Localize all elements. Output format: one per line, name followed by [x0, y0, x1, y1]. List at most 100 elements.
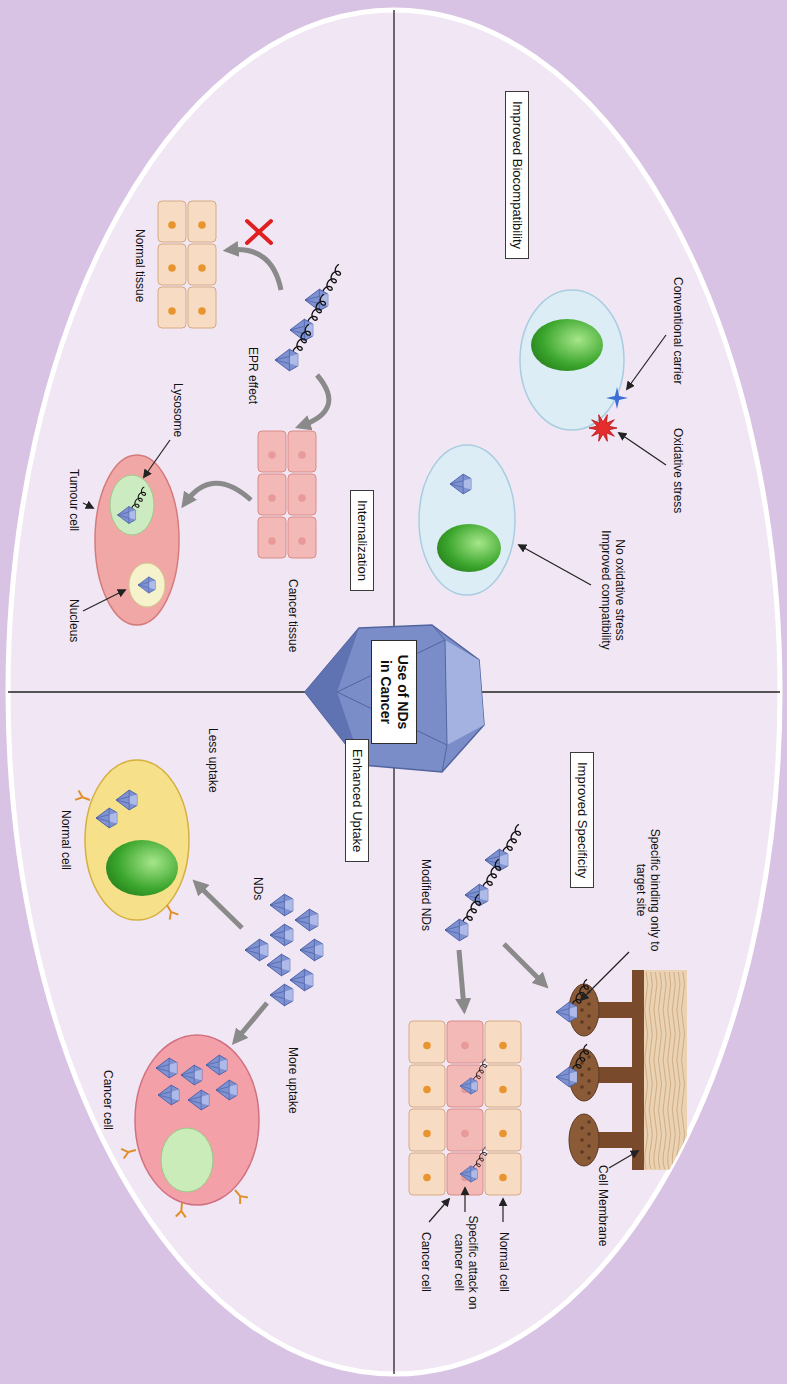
receptor-symbol — [121, 1145, 137, 1158]
nanodiamond — [450, 474, 471, 494]
heading-box: Internalization — [350, 490, 374, 591]
modified-nanodiamond — [556, 979, 589, 1022]
cell-nucleus — [499, 1130, 507, 1138]
tissue-cell — [188, 287, 216, 328]
lysosome — [110, 475, 154, 535]
illustration-part — [485, 849, 508, 871]
specificity-panel — [409, 824, 687, 1222]
tissue-cell — [258, 474, 286, 515]
nanodiamond — [181, 1065, 202, 1085]
illustration-part — [229, 1085, 237, 1096]
figure-label: Specific attack on cancer cell — [451, 1215, 479, 1310]
modified-nanodiamond — [275, 324, 310, 370]
illustration-part — [463, 479, 471, 490]
illustration-part — [465, 884, 488, 906]
membrane-texture — [672, 972, 675, 1169]
receptor-symbol — [176, 1203, 187, 1218]
nanodiamond — [270, 984, 293, 1006]
tissue-cell — [158, 287, 186, 328]
receptor-texture — [580, 1008, 584, 1012]
illustration-group — [4, 6, 783, 1378]
stress-burst — [589, 415, 617, 442]
cancer-cell — [135, 1035, 259, 1205]
receptor-texture — [587, 1132, 591, 1136]
tissue-cell — [485, 1065, 521, 1107]
modified-nanodiamond — [485, 824, 520, 870]
nanodiamond — [116, 790, 137, 810]
nanodiamond — [295, 909, 318, 931]
modified-nanodiamond — [460, 1147, 487, 1182]
node-text: Internalization — [354, 500, 370, 581]
receptor-head — [569, 984, 599, 1036]
modified-nanodiamond — [290, 294, 325, 340]
illustration-part — [569, 1072, 577, 1083]
illustration-part — [149, 581, 155, 590]
tissue-cell — [447, 1021, 483, 1063]
figure-label: Normal tissue — [132, 229, 146, 302]
illustration-part — [300, 939, 314, 961]
receptor-texture — [580, 1085, 584, 1089]
illustration-part — [129, 510, 136, 520]
illustration-part — [216, 1080, 229, 1100]
process-arrow — [504, 944, 544, 984]
figure-label: Less uptake — [205, 728, 219, 793]
illustration-part — [284, 899, 292, 911]
illustration-part — [219, 1060, 227, 1071]
cell-nucleus — [168, 221, 176, 229]
tissue-cell — [188, 244, 216, 285]
illustration-part — [156, 1058, 177, 1078]
illustration-part — [188, 1090, 209, 1110]
nanodiamond — [138, 577, 155, 593]
illustration-part — [188, 1090, 201, 1110]
illustration-part — [116, 790, 129, 810]
cell-nucleus — [423, 1130, 431, 1138]
figure-label: No oxidative stress Improved compatibili… — [598, 520, 626, 660]
cell-nucleus — [298, 494, 306, 502]
illustration-part — [216, 1080, 237, 1100]
tissue-cell — [485, 1109, 521, 1151]
illustration-part — [158, 1085, 179, 1105]
tissue-cell — [158, 244, 186, 285]
illustration-part — [284, 929, 292, 941]
biocompatibility-panel — [419, 290, 666, 595]
illustration-part — [259, 944, 267, 956]
receptor-texture — [587, 1067, 591, 1071]
receptor-head — [569, 1049, 599, 1101]
cell-nucleus — [198, 221, 206, 229]
illustration-part — [181, 1065, 202, 1085]
illustration-part — [305, 289, 319, 311]
leader-arrow — [502, 1199, 503, 1222]
illustration-part — [450, 474, 463, 494]
illustration-part — [171, 1090, 179, 1101]
process-arrow — [197, 884, 242, 928]
receptor-symbol — [75, 791, 92, 805]
figure-label: Modified NDs — [418, 859, 432, 931]
figure-label: More uptake — [285, 1047, 299, 1114]
cell-nucleus — [168, 307, 176, 315]
tissue-cell — [288, 517, 316, 558]
receptor-texture — [587, 1002, 591, 1006]
uptake-panel — [75, 760, 323, 1217]
nanodiamond — [158, 1085, 179, 1105]
normal-cell — [85, 760, 189, 920]
illustration-part — [181, 1065, 194, 1085]
modified-nanodiamond — [445, 894, 480, 940]
illustration-part — [118, 506, 129, 523]
cell-nucleus — [499, 1042, 507, 1050]
illustration-part — [471, 1082, 477, 1091]
cell-nucleus — [423, 1042, 431, 1050]
illustration-part — [499, 854, 507, 866]
modified-nanodiamond — [118, 487, 146, 524]
tissue-cell — [447, 1109, 483, 1151]
illustration-part — [460, 1166, 471, 1182]
membrane-picture — [569, 970, 687, 1170]
tissue-cell — [258, 431, 286, 472]
figure-label: Lysosome — [170, 383, 184, 437]
illustration-part — [556, 1002, 569, 1022]
receptor-texture — [587, 1091, 591, 1095]
figure-label: Cancer cell — [100, 1070, 114, 1130]
figure-label: Oxidative stress — [670, 428, 684, 513]
cell-nucleus — [423, 1086, 431, 1094]
illustration-part — [267, 954, 281, 976]
illustration-part — [156, 1058, 169, 1078]
